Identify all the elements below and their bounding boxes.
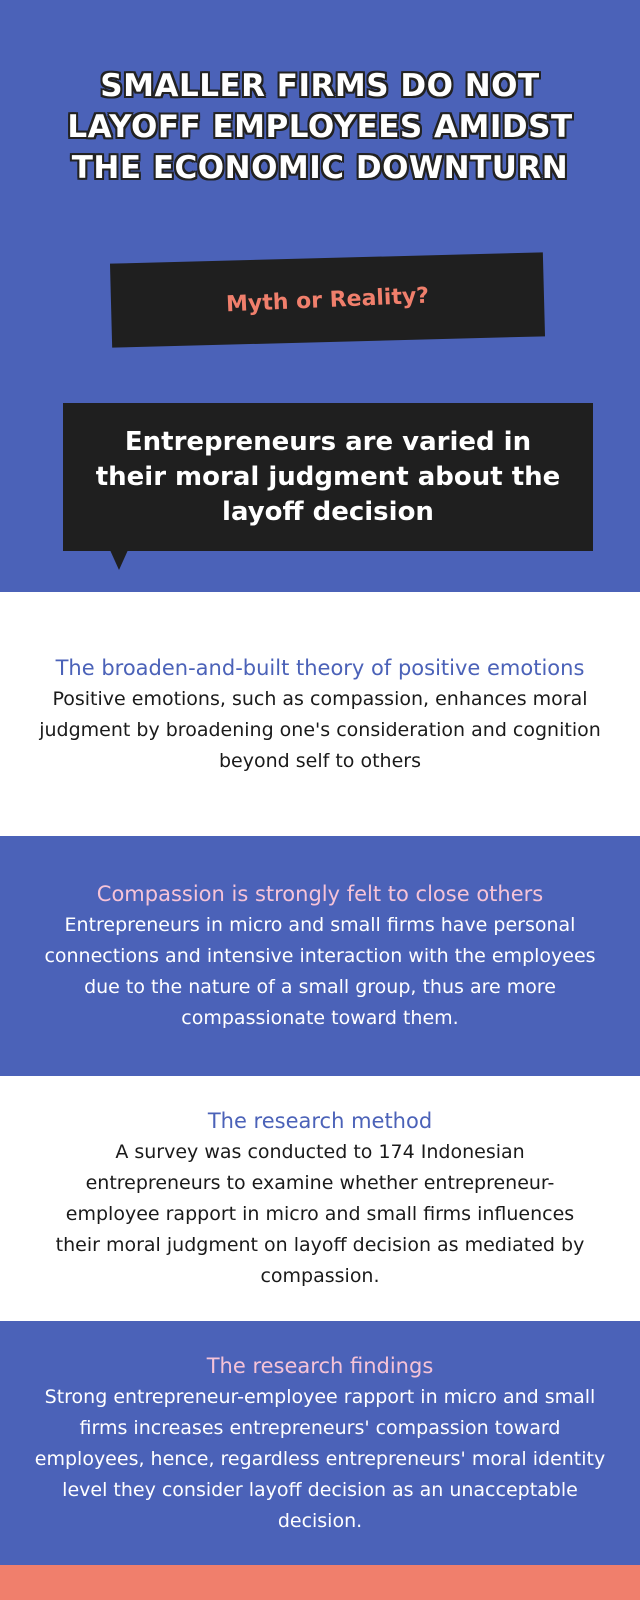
speech-bubble-text: Entrepreneurs are varied in their moral … bbox=[95, 426, 561, 527]
section-compassion: Compassion is strongly felt to close oth… bbox=[0, 836, 640, 1076]
section-theory: The broaden-and-built theory of positive… bbox=[0, 592, 640, 836]
section-heading: Compassion is strongly felt to close oth… bbox=[96, 882, 544, 906]
section-body: Positive emotions, such as compassion, e… bbox=[39, 687, 601, 772]
section-body: Strong entrepreneur-employee rapport in … bbox=[34, 1385, 606, 1532]
section-research-findings: The research findings Strong entrepreneu… bbox=[0, 1321, 640, 1565]
hero-section: SMALLER FIRMS DO NOT LAYOFF EMPLOYEES AM… bbox=[0, 0, 640, 592]
section-body: A survey was conducted to 174 Indonesian… bbox=[55, 1141, 585, 1287]
page-title: SMALLER FIRMS DO NOT LAYOFF EMPLOYEES AM… bbox=[67, 68, 573, 186]
section-body: Entrepreneurs in micro and small firms h… bbox=[44, 914, 596, 1029]
speech-bubble: Entrepreneurs are varied in their moral … bbox=[63, 403, 593, 551]
footer-band bbox=[0, 1565, 640, 1600]
section-research-method: The research method A survey was conduct… bbox=[0, 1076, 640, 1321]
section-heading: The research method bbox=[207, 1109, 433, 1133]
subtitle-text: Myth or Reality? bbox=[225, 283, 430, 317]
speech-bubble-tail bbox=[110, 550, 128, 570]
section-heading: The research findings bbox=[206, 1353, 434, 1378]
subtitle-banner: Myth or Reality? bbox=[109, 252, 546, 348]
section-heading: The broaden-and-built theory of positive… bbox=[55, 655, 585, 680]
